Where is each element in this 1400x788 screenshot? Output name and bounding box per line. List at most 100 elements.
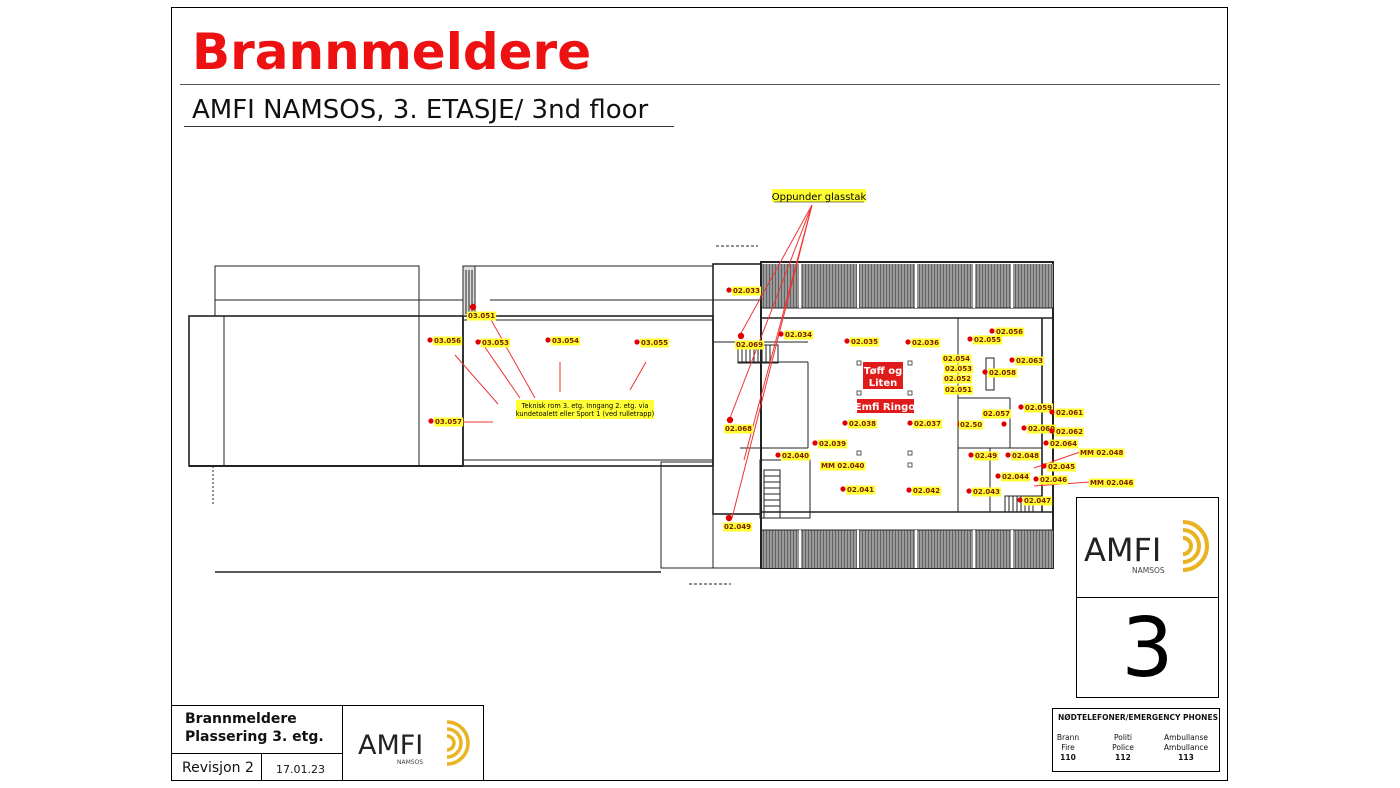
red-dot-icon [967,336,973,342]
detector-label-highlight [481,338,511,348]
red-dot-icon [1049,428,1055,434]
smoke-detector: 02.50 [957,420,984,430]
title-block-date: 17.01.23 [276,763,325,776]
red-dot-icon [1049,409,1055,415]
red-dot-icon [1009,357,1015,363]
detector-label-highlight [1015,356,1045,366]
red-dot-icon [1041,463,1047,469]
emergency-phones-title: NØDTELEFONER/EMERGENCY PHONES [1058,713,1218,722]
phone-number: 113 [1178,753,1194,762]
smoke-detector: 03.051 [467,303,497,321]
detector-label-highlight [1049,439,1079,449]
smoke-detector: 02.035 [844,337,880,347]
detector-label: 02.043 [973,488,1000,496]
phone-label-en: Ambullance [1163,743,1209,752]
store-toff-line2: Liten [869,378,897,389]
detector-label-highlight [1001,472,1031,482]
detector-label-highlight [848,419,878,429]
detector-label-highlight [972,487,1002,497]
red-dot-icon [726,416,734,424]
detector-label: 02.063 [1016,357,1043,365]
detector-label-highlight [820,461,866,471]
detector-label: 02.038 [849,420,876,428]
detector-label-highlight [943,374,973,384]
detector-label-highlight [850,337,880,347]
detector-label: 02.044 [1002,473,1029,481]
phone-police: Politi Police 112 [1098,733,1148,763]
detector-label-highlight [1023,496,1053,506]
phone-fire: Brann Fire 110 [1043,733,1093,763]
smoke-detector: 02.048 [1005,451,1041,461]
store-toff-line1: Tøff og [864,366,903,377]
callout-teknisk-line2: kundetoalett eller Sport 1 (ved rulletra… [516,410,654,418]
detector-label-highlight [846,485,876,495]
detector-label-highlight [1089,478,1135,488]
red-dot-icon [725,514,733,522]
title-block-cell-divider [261,753,262,781]
detector-label-highlight [974,451,999,461]
detector-label-highlight [818,439,848,449]
detector-label: 02.034 [785,331,812,339]
detector-label-highlight [1055,427,1085,437]
smoke-detector: 02.038 [842,419,878,429]
detector-label-highlight [1079,448,1125,458]
detector-label: 02.051 [945,386,972,394]
detector-label-highlight [640,338,670,348]
floor-number: 3 [1121,601,1174,696]
red-dot-icon [1017,497,1023,503]
smoke-detector: 02.060 [1021,424,1057,434]
detector-label: 03.056 [434,337,461,345]
detector-label: 02.054 [943,355,970,363]
smoke-detector: 02.033 [726,286,762,296]
detector-label: 02.040 [782,452,809,460]
red-dot-icon [634,339,640,345]
detector-label-highlight [1047,462,1077,472]
smoke-detector: 02.053 [944,364,974,374]
detector-label: 02.037 [914,420,941,428]
red-dot-icon [982,369,988,375]
red-dot-icon [428,418,434,424]
red-dot-icon [1005,452,1011,458]
detector-label-highlight [959,420,984,430]
link-block-outline [712,263,762,515]
red-dot-icon [966,488,972,494]
detector-label: 03.055 [641,339,668,347]
callout-teknisk-line1: Teknisk rom 3. etg. Inngang 2. etg. via [521,402,649,410]
smoke-detector: MM 02.048 [1079,448,1125,458]
detector-label-highlight [988,368,1018,378]
detector-label: 02.055 [974,336,1001,344]
title-block-line1: Brannmeldere [185,711,297,727]
smoke-detector: 02.061 [1049,408,1085,418]
detector-label-highlight [551,336,581,346]
detector-label: 02.062 [1056,428,1083,436]
smoke-detector: MM 02.040 [820,461,866,471]
smoke-detector: 02.039 [812,439,848,449]
callout-glasstak: Oppunder glasstak [772,192,867,203]
phone-label-en: Fire [1061,743,1075,752]
red-dot-icon [775,452,781,458]
page-subtitle: AMFI NAMSOS, 3. ETASJE/ 3nd floor [192,95,649,125]
title-block-revision: Revisjon 2 [182,760,254,776]
detector-label: MM 02.046 [1090,479,1134,487]
detector-label: 02.068 [725,425,752,433]
smoke-detector: 02.042 [906,486,942,496]
red-dot-icon [1033,476,1039,482]
subtitle-underline [184,126,674,127]
smoke-detector: 02.034 [778,330,814,340]
detector-label: 02.049 [724,523,751,531]
detector-label-highlight [735,340,765,350]
smoke-detector: 02.055 [967,335,1003,345]
detector-label-highlight [434,417,464,427]
red-dot-icon [989,328,995,334]
callout-pointer-lines [454,204,1091,519]
detector-label: 02.50 [960,421,982,429]
detector-label: 02.045 [1048,463,1075,471]
amfi-logo-large: AMFI NAMSOS [1084,520,1209,575]
detector-label: 03.053 [482,339,509,347]
red-dot-icon [545,337,551,343]
smoke-detector: 03.054 [545,336,581,346]
detector-label-highlight [1024,403,1054,413]
logo-box-divider [1076,597,1219,598]
smoke-detector: 02.057 [982,409,1012,427]
smoke-detector: 02.040 [775,451,811,461]
